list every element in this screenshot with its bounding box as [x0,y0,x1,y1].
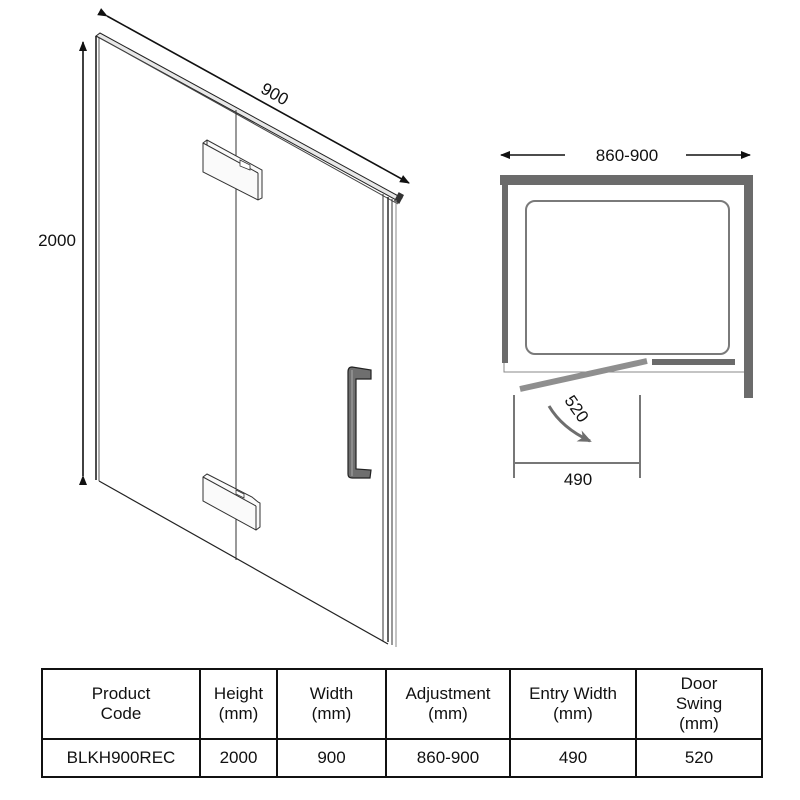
header-product-code: Product Code [41,668,201,740]
overall-width-label: 860-900 [596,146,658,165]
cell-door-swing: 520 [635,738,763,778]
header-line: Door [680,674,718,693]
header-line: Adjustment [405,684,491,703]
header-line: (mm) [428,704,468,723]
upper-hinge [202,139,263,201]
door-swing-indicator: 520 [547,392,593,443]
cell-entry-width: 490 [509,738,637,778]
table-row: BLKH900REC 2000 900 860-900 490 520 [41,738,763,778]
header-line: (mm) [553,704,593,723]
fixed-panel [652,359,735,365]
height-dimension: 2000 [30,41,87,485]
bottom-edge [98,480,389,645]
door-elevation-view: 2000 900 [30,8,410,647]
cell-product-code: BLKH900REC [41,738,201,778]
right-wall-profile [382,194,397,647]
table-header-row: Product Code Height (mm) Width (mm) Adju… [41,668,763,740]
header-line: (mm) [311,704,352,723]
header-line: Code [100,704,142,723]
swing-door [519,358,648,392]
plan-view: 860-900 490 520 [500,146,753,489]
header-line: Product [91,684,151,703]
width-dimension: 900 [97,8,410,184]
plan-walls [500,175,753,398]
header-line: (mm) [218,704,259,723]
header-entry-width: Entry Width (mm) [509,668,637,740]
header-line: Height [213,684,264,703]
header-line: Entry Width [529,684,617,703]
door-swing-label: 520 [561,392,593,426]
cell-adjustment: 860-900 [385,738,511,778]
left-wall-profile [95,36,100,481]
floor-line [503,363,744,373]
entry-width-dimension: 490 [513,395,641,489]
header-line: (mm) [679,714,719,733]
cell-width: 900 [276,738,387,778]
width-label: 900 [258,79,292,109]
lower-hinge [202,473,261,531]
header-width: Width (mm) [276,668,387,740]
header-line: Swing [675,694,723,713]
spec-table: Product Code Height (mm) Width (mm) Adju… [41,668,763,778]
shower-tray [525,200,730,355]
overall-width-dimension: 860-900 [500,146,751,165]
entry-width-label: 490 [564,470,592,489]
door-handle [347,366,372,479]
header-line: Width [309,684,354,703]
top-rail [95,32,404,205]
height-label: 2000 [38,231,76,250]
header-door-swing: Door Swing (mm) [635,668,763,740]
header-adjustment: Adjustment (mm) [385,668,511,740]
cell-height: 2000 [199,738,278,778]
header-height: Height (mm) [199,668,278,740]
